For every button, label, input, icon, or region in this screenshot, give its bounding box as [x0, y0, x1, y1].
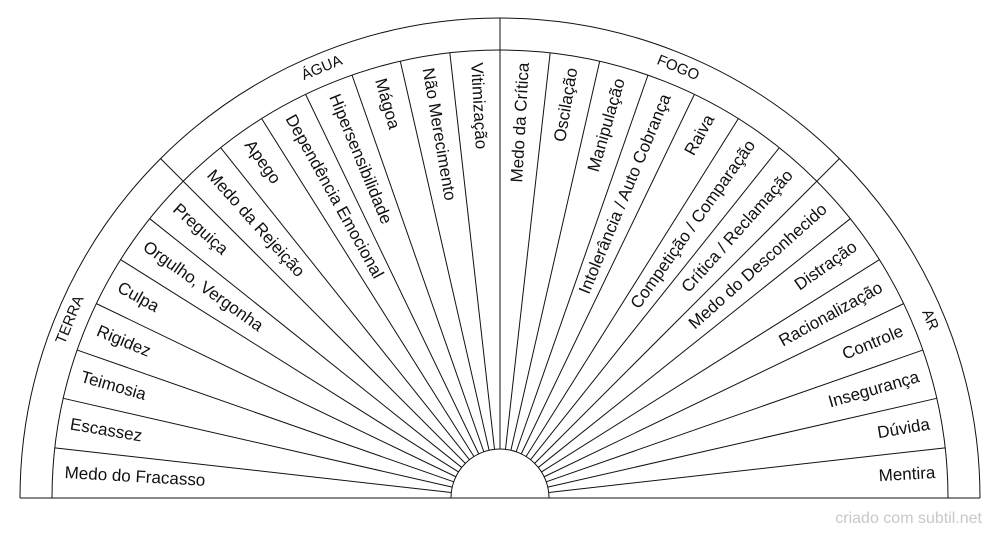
sector-label: Mágoa — [371, 76, 404, 132]
sector-divider — [547, 397, 937, 488]
group-labels: TERRA ÁGUA FOGO AR — [52, 52, 942, 347]
sector-label: Mentira — [878, 463, 936, 485]
credit-text: criado com subtil.net — [835, 510, 982, 527]
sector-divider — [305, 94, 480, 455]
sector-divider — [63, 397, 453, 488]
sector-divider — [543, 303, 904, 478]
sector-label: Medo da Crítica — [507, 62, 533, 183]
sector-divider — [54, 447, 452, 494]
sector-divider — [76, 349, 454, 483]
group-label: TERRA — [52, 293, 87, 346]
sector-label: Controle — [839, 321, 906, 363]
sector-divider — [525, 118, 739, 457]
sector-divider — [530, 147, 780, 461]
sector-divider — [96, 303, 457, 478]
sector-divider — [220, 147, 470, 461]
sector-divider — [546, 349, 924, 483]
sector-dividers — [54, 50, 946, 494]
sector-label: Vitimização — [467, 62, 491, 150]
sector-divider — [149, 218, 463, 468]
sector-divider — [182, 180, 466, 464]
sector-divider — [534, 180, 818, 464]
sector-label: Preguiça — [169, 200, 232, 259]
sector-label: Medo do Fracasso — [64, 463, 206, 490]
sector-label: Manipulação — [584, 76, 629, 174]
group-dividers — [160, 18, 840, 182]
sector-divider — [520, 94, 695, 455]
sector-divider — [504, 52, 551, 450]
sector-divider — [399, 61, 490, 451]
sector-label: Culpa — [114, 278, 163, 316]
sector-divider — [548, 447, 946, 494]
sector-label: Medo da Rejeição — [203, 166, 308, 281]
hub-arc — [450, 448, 550, 499]
group-label: AR — [918, 307, 942, 333]
sector-divider — [537, 218, 851, 468]
sector-divider — [541, 259, 880, 473]
sector-divider — [261, 118, 475, 457]
group-divider — [160, 158, 184, 182]
sector-label: Distração — [791, 237, 861, 294]
sector-label: Orgulho, Vergonha — [140, 237, 268, 335]
sector-label: Raiva — [681, 111, 719, 159]
group-label: ÁGUA — [299, 52, 345, 84]
sector-divider — [449, 52, 496, 450]
group-divider — [816, 158, 840, 182]
sector-divider — [510, 61, 601, 451]
sector-label: Dúvida — [876, 415, 932, 443]
sector-label: Oscilação — [550, 66, 581, 143]
sector-label: Escassez — [69, 415, 144, 446]
sector-divider — [515, 74, 649, 452]
group-label: FOGO — [654, 52, 701, 85]
sector-divider — [120, 259, 459, 473]
sector-label: Teimosia — [79, 367, 149, 404]
sector-divider — [351, 74, 485, 452]
